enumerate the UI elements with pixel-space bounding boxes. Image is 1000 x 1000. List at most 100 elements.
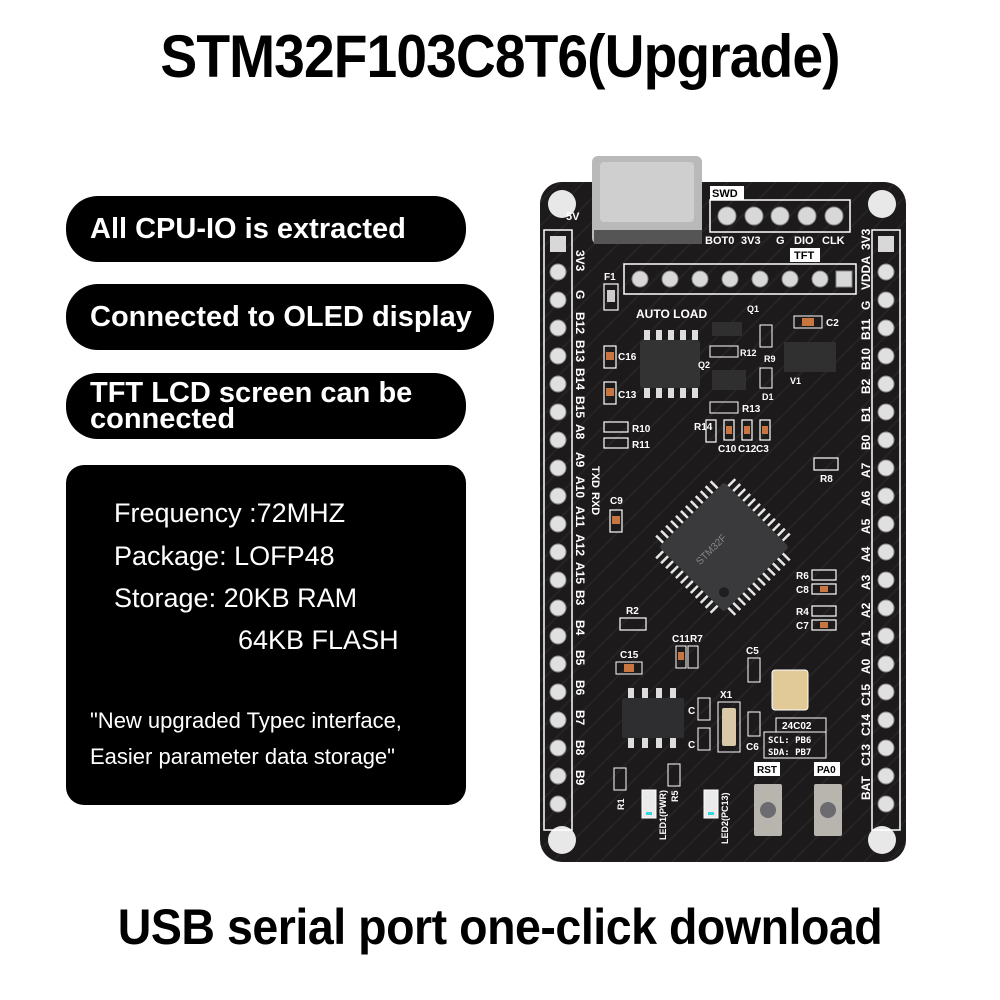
svg-text:A10: A10 [573, 476, 587, 498]
svg-text:R9: R9 [764, 354, 776, 364]
svg-text:SCL: PB6: SCL: PB6 [768, 736, 811, 746]
svg-text:SDA: PB7: SDA: PB7 [768, 748, 811, 758]
svg-text:C16: C16 [618, 352, 637, 363]
spec-package: Package: LOFP48 [114, 541, 335, 571]
svg-text:SWD: SWD [712, 188, 738, 200]
svg-text:R12: R12 [740, 348, 757, 358]
spec-storage-ram: Storage: 20KB RAM [114, 583, 358, 613]
svg-text:R13: R13 [742, 404, 761, 415]
svg-text:B7: B7 [573, 710, 587, 726]
svg-text:C5: C5 [746, 646, 759, 657]
svg-text:A2: A2 [859, 602, 873, 618]
feature-label: All CPU-IO is extracted [90, 212, 406, 245]
svg-text:R4: R4 [796, 607, 809, 618]
svg-text:LED2(PC13): LED2(PC13) [720, 792, 730, 844]
svg-text:A7: A7 [859, 462, 873, 478]
svg-text:R7: R7 [690, 634, 703, 645]
svg-text:RXD: RXD [589, 492, 601, 515]
spec-panel: Frequency :72MHZ Package: LOFP48 Storage… [66, 465, 466, 805]
pa0-button [814, 784, 842, 836]
svg-text:A1: A1 [859, 630, 873, 646]
svg-text:B1: B1 [859, 406, 873, 422]
svg-text:X1: X1 [720, 690, 733, 701]
svg-text:C: C [688, 706, 695, 717]
svg-text:A3: A3 [859, 574, 873, 590]
stm32-board-photo: 5V SWD BOT0 3V3 G DIO CLK TFT 3V3 G B12 … [540, 156, 906, 862]
svg-text:B9: B9 [573, 770, 587, 786]
svg-text:C9: C9 [610, 496, 623, 507]
svg-text:A0: A0 [859, 658, 873, 674]
svg-text:B2: B2 [859, 378, 873, 394]
svg-text:B11: B11 [859, 318, 873, 340]
svg-text:B8: B8 [573, 740, 587, 756]
feature-label: Connected to OLED display [90, 300, 472, 333]
svg-text:TXD: TXD [589, 466, 601, 488]
svg-text:F1: F1 [604, 272, 616, 283]
feature-label-line2: connected [90, 403, 236, 435]
svg-text:B14: B14 [573, 368, 587, 390]
svg-text:A11: A11 [573, 506, 587, 528]
svg-text:R10: R10 [632, 424, 651, 435]
svg-text:C6: C6 [746, 742, 759, 753]
svg-text:A4: A4 [859, 546, 873, 562]
svg-text:D1: D1 [762, 392, 774, 402]
svg-text:VDDA: VDDA [859, 256, 873, 290]
feature-badge-oled: Connected to OLED display [66, 284, 494, 350]
svg-text:C: C [688, 740, 695, 751]
svg-text:B0: B0 [859, 434, 873, 450]
svg-text:3V3: 3V3 [859, 228, 873, 250]
svg-text:RST: RST [757, 765, 777, 776]
svg-text:B3: B3 [573, 590, 587, 606]
footer-tagline: USB serial port one-click download [117, 899, 883, 955]
rst-button [754, 784, 782, 836]
svg-text:R11: R11 [632, 440, 650, 451]
svg-text:R8: R8 [820, 474, 833, 485]
svg-text:3V3: 3V3 [741, 235, 761, 247]
svg-text:G: G [776, 235, 785, 247]
svg-text:B13: B13 [573, 340, 587, 362]
svg-text:R5: R5 [670, 790, 680, 802]
svg-text:R2: R2 [626, 606, 639, 617]
svg-text:R1: R1 [616, 798, 626, 810]
svg-text:LED1(PWR): LED1(PWR) [658, 790, 668, 840]
usb-c-connector [592, 156, 702, 244]
svg-text:A5: A5 [859, 518, 873, 534]
svg-text:G: G [859, 301, 873, 310]
svg-text:C12: C12 [738, 444, 757, 455]
svg-text:B4: B4 [573, 620, 587, 636]
svg-text:C10: C10 [718, 444, 737, 455]
svg-text:C13: C13 [618, 390, 637, 401]
svg-text:A15: A15 [573, 562, 587, 584]
svg-text:A12: A12 [573, 534, 587, 556]
svg-text:Q1: Q1 [747, 304, 759, 314]
svg-text:BAT: BAT [859, 776, 873, 800]
svg-text:C3: C3 [756, 444, 769, 455]
svg-text:TFT: TFT [794, 250, 814, 262]
feature-badge-tft: TFT LCD screen can be connected [66, 373, 466, 439]
svg-text:A8: A8 [573, 424, 587, 440]
svg-text:R14: R14 [694, 422, 713, 433]
svg-text:C15: C15 [859, 684, 873, 706]
svg-text:B10: B10 [859, 348, 873, 370]
spec-storage-flash: 64KB FLASH [238, 625, 399, 655]
page-title: STM32F103C8T6(Upgrade) [160, 23, 840, 90]
spec-quote-line2: Easier parameter data storage" [90, 744, 395, 769]
svg-text:DIO: DIO [794, 235, 814, 247]
svg-text:C15: C15 [620, 650, 639, 661]
svg-text:R6: R6 [796, 571, 809, 582]
svg-text:24C02: 24C02 [782, 721, 812, 732]
svg-text:B5: B5 [573, 650, 587, 666]
svg-text:BOT0: BOT0 [705, 235, 734, 247]
svg-text:5V: 5V [566, 211, 580, 223]
svg-text:B12: B12 [573, 312, 587, 334]
svg-text:CLK: CLK [822, 235, 845, 247]
svg-text:PA0: PA0 [817, 765, 836, 776]
spec-quote-line1: "New upgraded Typec interface, [90, 708, 402, 733]
svg-text:C13: C13 [859, 744, 873, 766]
svg-text:B15: B15 [573, 396, 587, 418]
svg-text:AUTO LOAD: AUTO LOAD [636, 307, 707, 321]
svg-text:3V3: 3V3 [573, 250, 587, 272]
svg-text:C8: C8 [796, 585, 809, 596]
svg-text:C7: C7 [796, 621, 809, 632]
svg-text:G: G [573, 290, 587, 299]
